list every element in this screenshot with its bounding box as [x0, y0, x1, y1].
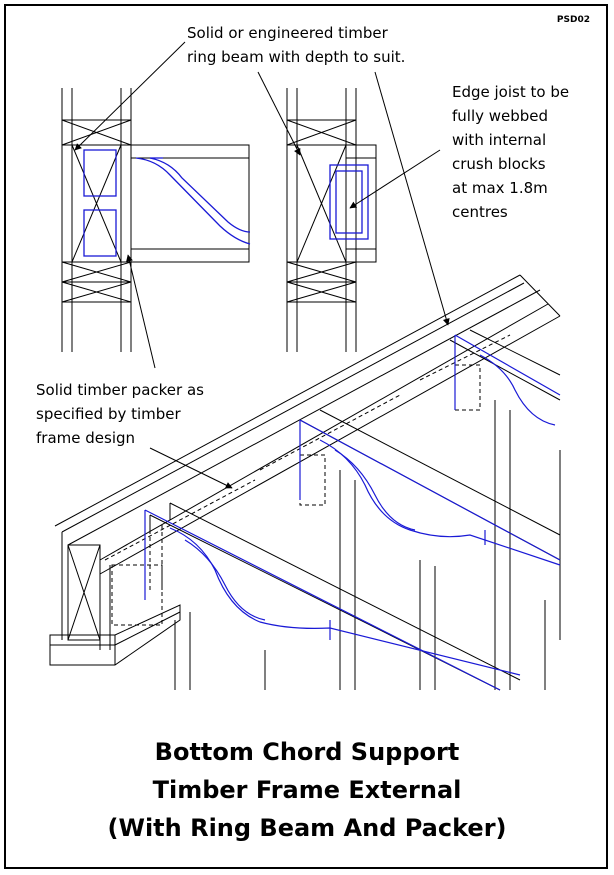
- perspective-joist-webs: [144, 334, 561, 691]
- perspective-view: [49, 274, 561, 691]
- drawing-border: [4, 4, 608, 869]
- title-line-2: Timber Frame External: [152, 776, 462, 804]
- title-line-1: Bottom Chord Support: [154, 738, 460, 766]
- joist-web-left: [83, 149, 251, 257]
- drawing-title: Bottom Chord Support Timber Frame Extern…: [0, 733, 614, 847]
- section-left: [61, 88, 250, 352]
- drawing-code: PSD02: [556, 15, 590, 25]
- packer-note: Solid timber packer as specified by timb…: [36, 381, 204, 447]
- section-right: [286, 88, 377, 352]
- crush-block: [329, 164, 369, 240]
- edge-joist-note: Edge joist to be fully webbed with inter…: [452, 83, 570, 221]
- ring-beam-note: Solid or engineered timber ring beam wit…: [187, 24, 406, 66]
- title-line-3: (With Ring Beam And Packer): [107, 814, 507, 842]
- leader-lines: [74, 41, 450, 489]
